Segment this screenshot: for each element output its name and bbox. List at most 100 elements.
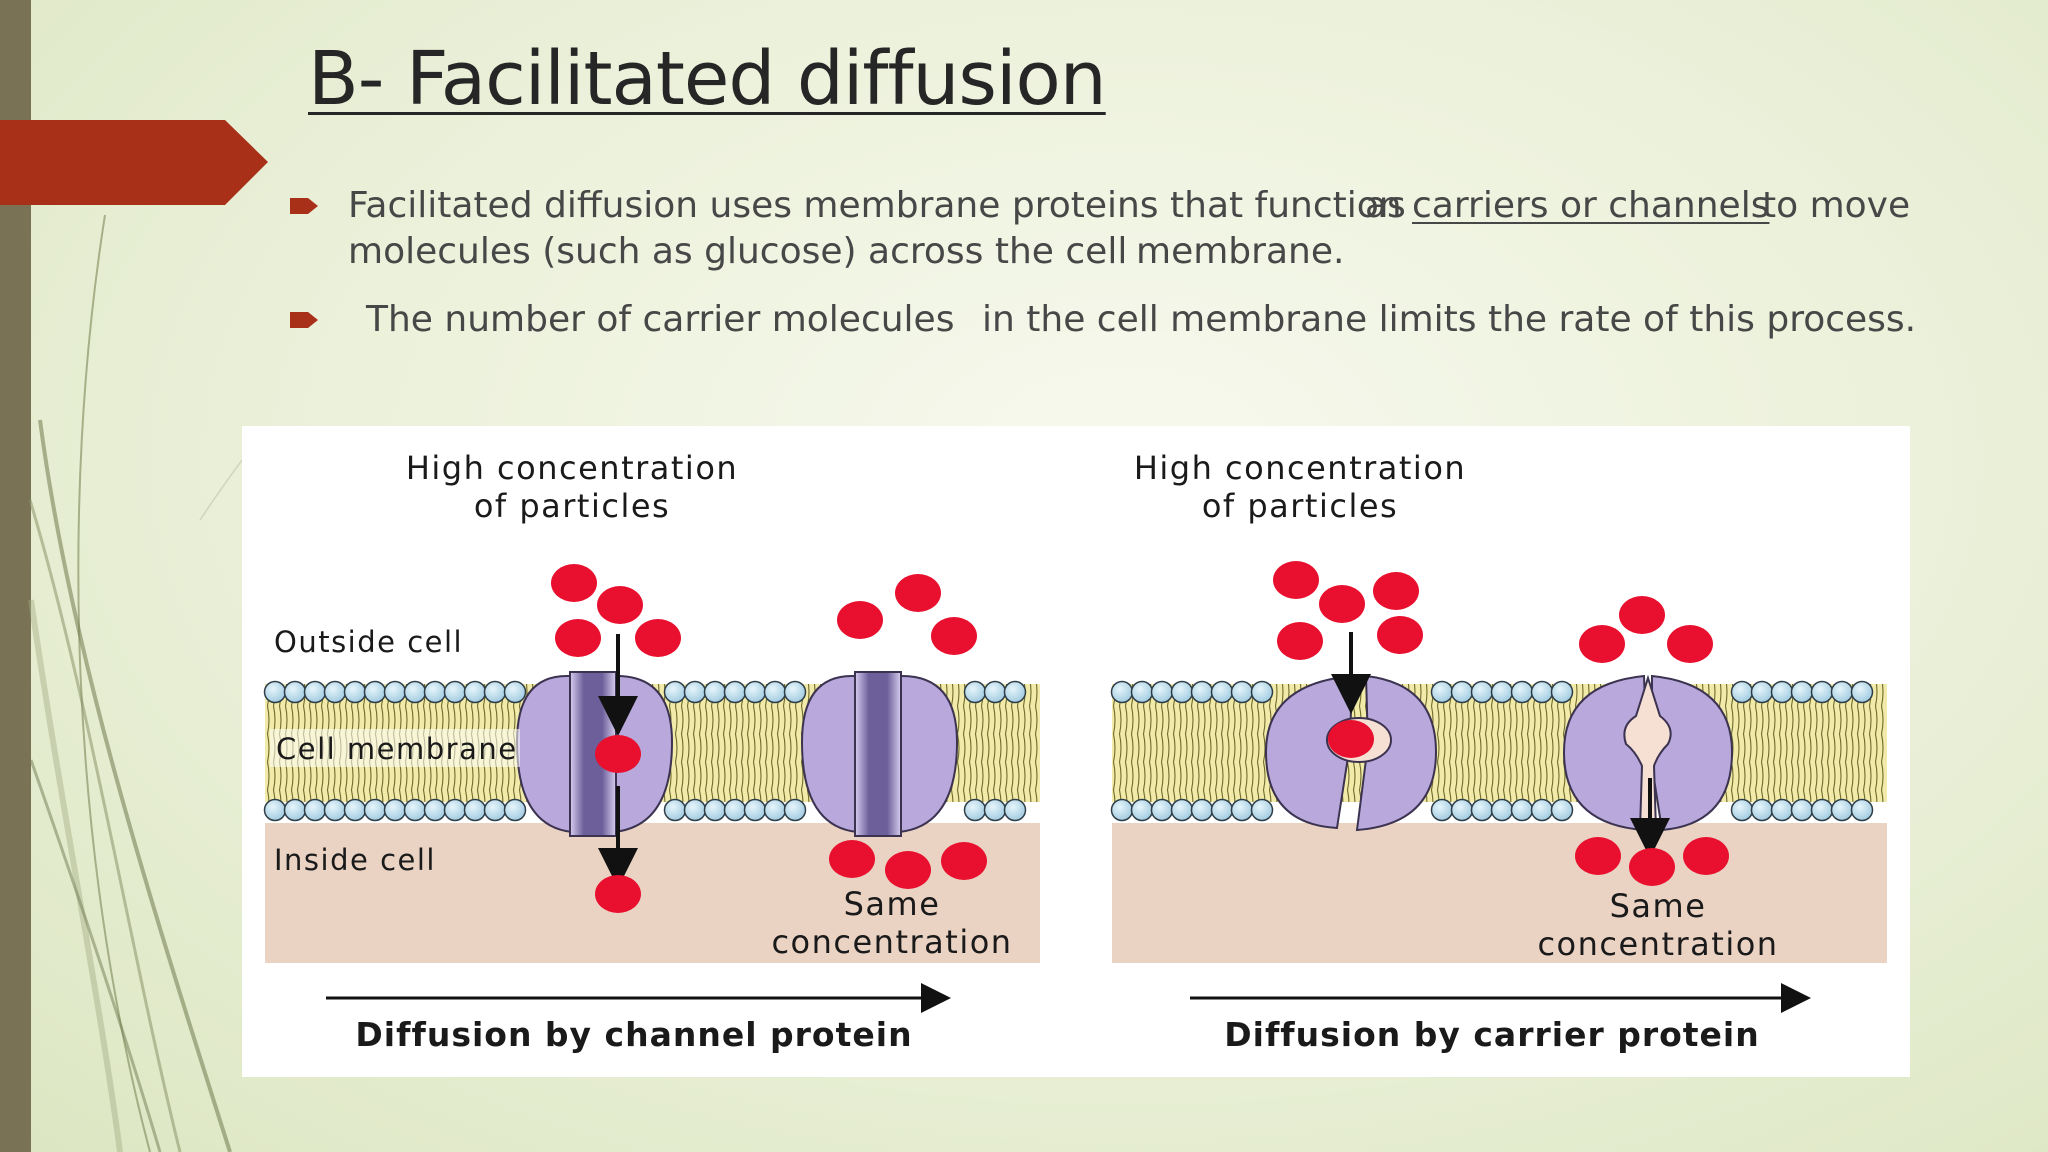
phospholipid-head [663,680,687,704]
high-concentration-label: High concentration [1134,449,1466,487]
phospholipid-head [663,798,687,822]
cytoplasm-region [1112,823,1887,963]
phospholipid-head [263,680,287,704]
diffusion-figure: High concentration of particles Outside … [242,426,1910,1077]
phospholipid-head [263,798,287,822]
phospholipid-head [1550,798,1574,822]
decorative-grass-lines [28,214,260,1152]
phospholipid-head [1210,680,1234,704]
phospholipid-head [1850,798,1874,822]
phospholipid-head [503,798,527,822]
phospholipid-head [1510,680,1534,704]
bullet-1-text-a: Facilitated diffusion uses membrane prot… [348,185,1402,226]
phospholipid-head [463,680,487,704]
phospholipid-head [423,680,447,704]
phospholipid-head [1770,798,1794,822]
phospholipid-head [463,798,487,822]
phospholipid-head [1830,798,1854,822]
slide-title: B- Facilitated diffusion [308,36,1107,122]
channel-protein-equal [800,671,959,837]
carriers-or-channels-link: carriers or channels [1412,185,1770,226]
phospholipid-head [1003,680,1027,704]
bullet-2-text-b: in the cell membrane limits the rate of … [982,299,1917,340]
phospholipid-head [1170,798,1194,822]
phospholipid-heads-top [263,680,1027,704]
carrier-protein-panel: High concentration of particles Same con… [1110,449,1887,1054]
phospholipid-heads-bottom [263,798,1027,822]
phospholipid-head [403,798,427,822]
cell-membrane-label: Cell membrane [276,732,518,766]
phospholipid-head [1150,680,1174,704]
title-arrow-tab [0,120,268,205]
phospholipid-head [1430,680,1454,704]
phospholipid-head [1230,680,1254,704]
phospholipid-head [383,680,407,704]
phospholipid-heads-bottom [1110,798,1874,822]
bullet-1-line2-a: molecules (such as glucose) across the c… [348,231,1128,272]
phospholipid-head [1470,680,1494,704]
phospholipid-head [783,798,807,822]
phospholipid-head [403,680,427,704]
phospholipid-head [483,798,507,822]
phospholipid-head [1850,680,1874,704]
bullet-arrow-icon [290,198,318,214]
phospholipid-head [343,680,367,704]
phospholipid-head [1810,680,1834,704]
phospholipid-head [443,798,467,822]
phospholipid-head [1130,798,1154,822]
phospholipid-head [343,798,367,822]
phospholipid-head [363,798,387,822]
lipid-tails [1112,684,1887,802]
bullet-arrow-icon [290,312,318,328]
phospholipid-head [383,798,407,822]
phospholipid-head [963,680,987,704]
phospholipid-head [1450,680,1474,704]
high-concentration-label-2: of particles [474,487,670,525]
phospholipid-head [1790,680,1814,704]
phospholipid-head [1830,680,1854,704]
bullet-1-text-c: to move [1762,185,1911,226]
channel-protein-caption: Diffusion by channel protein [355,1015,912,1054]
phospholipid-head [1110,798,1134,822]
phospholipid-head [1110,680,1134,704]
phospholipid-head [1490,798,1514,822]
outside-cell-label: Outside cell [274,625,463,659]
phospholipid-head [483,680,507,704]
phospholipid-head [1003,798,1027,822]
phospholipid-head [1470,798,1494,822]
phospholipid-head [323,798,347,822]
phospholipid-head [1250,798,1274,822]
phospholipid-head [1250,680,1274,704]
phospholipid-head [1810,798,1834,822]
phospholipid-head [983,798,1007,822]
membrane-label-backdrop [270,729,520,767]
phospholipid-head [723,680,747,704]
phospholipid-head [1510,798,1534,822]
same-concentration-label-2: concentration [1537,925,1778,963]
phospholipid-head [983,680,1007,704]
phospholipid-head [1170,680,1194,704]
phospholipid-head [283,798,307,822]
phospholipid-head [323,680,347,704]
phospholipid-head [1190,680,1214,704]
phospholipid-head [1130,680,1154,704]
phospholipid-head [1190,798,1214,822]
same-concentration-label: Same [1610,887,1707,925]
particles [551,564,987,913]
high-concentration-label: High concentration [406,449,738,487]
phospholipid-head [1730,680,1754,704]
phospholipid-head [783,680,807,704]
bullet-1-text-b: as [1365,185,1406,226]
phospholipid-head [303,680,327,704]
phospholipid-head [743,680,767,704]
phospholipid-head [763,680,787,704]
phospholipid-head [1430,798,1454,822]
phospholipid-heads-top [1110,680,1874,704]
particles [1273,561,1729,886]
phospholipid-head [283,680,307,704]
bullet-1-line2-b: membrane. [1136,231,1345,272]
phospholipid-head [1530,798,1554,822]
phospholipid-head [763,798,787,822]
channel-protein-panel: High concentration of particles Outside … [263,449,1040,1054]
phospholipid-head [423,798,447,822]
